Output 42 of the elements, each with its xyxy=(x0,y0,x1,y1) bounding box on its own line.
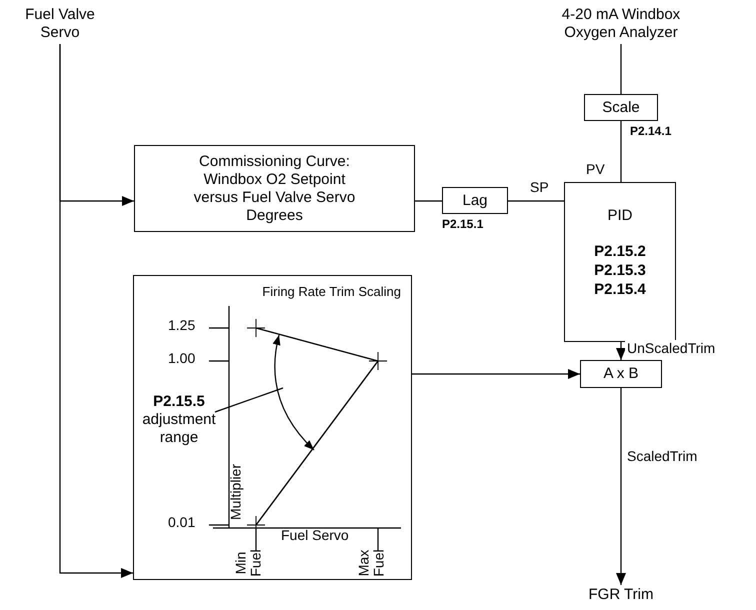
arrow xyxy=(412,369,580,379)
arrow xyxy=(59,44,133,578)
axis-label: Max Fuel xyxy=(356,548,388,579)
arrow xyxy=(616,388,626,585)
block-text: Scale xyxy=(602,98,640,116)
panel-title: Firing Rate Trim Scaling xyxy=(262,284,401,300)
node-text: adjustment range xyxy=(141,411,217,448)
port-label: PV xyxy=(586,162,605,178)
parameter-label: P2.15.1 xyxy=(442,217,484,231)
connector-line xyxy=(415,200,442,202)
block-box xyxy=(580,360,662,388)
port-label: 1.25 xyxy=(168,318,196,334)
node-text: 4-20 mA Windbox Oxygen Analyzer xyxy=(560,6,682,42)
parameter-label: P2.14.1 xyxy=(630,124,672,138)
block-text: P2.15.3 xyxy=(594,262,646,280)
block-box xyxy=(134,145,415,232)
edge-label: ScaledTrim xyxy=(625,448,700,464)
node-text: Fuel Valve Servo xyxy=(24,6,96,42)
block-text: P2.15.2 xyxy=(594,243,646,262)
port-label: 1.00 xyxy=(168,351,196,366)
axis-label: Multiplier xyxy=(228,464,244,520)
block-box xyxy=(584,94,658,121)
block-box xyxy=(564,182,676,342)
block-text: Commissioning Curve: Windbox O2 Setpoint versus Fuel Valve Servo Degrees xyxy=(192,152,356,224)
connector-line xyxy=(620,44,622,94)
block-text: A x B xyxy=(603,365,639,383)
connector-line xyxy=(508,200,564,202)
port-label: 0.01 xyxy=(168,515,196,530)
block-text: PID xyxy=(607,207,632,225)
edge-label: UnScaledTrim xyxy=(625,340,718,356)
block-text: P2.15.4 xyxy=(594,280,646,300)
node-text: P2.15.5 xyxy=(153,392,205,412)
node-text: FGR Trim xyxy=(588,586,654,604)
block-box xyxy=(442,187,508,214)
axis-label: Min Fuel xyxy=(234,548,264,579)
leader-line xyxy=(214,387,284,413)
port-label: SP xyxy=(530,180,549,196)
arrow xyxy=(616,342,626,360)
port-label: Fuel Servo xyxy=(281,528,349,544)
connector-line xyxy=(620,121,622,182)
block-text: Lag xyxy=(462,192,488,210)
chart-panel xyxy=(133,275,412,580)
